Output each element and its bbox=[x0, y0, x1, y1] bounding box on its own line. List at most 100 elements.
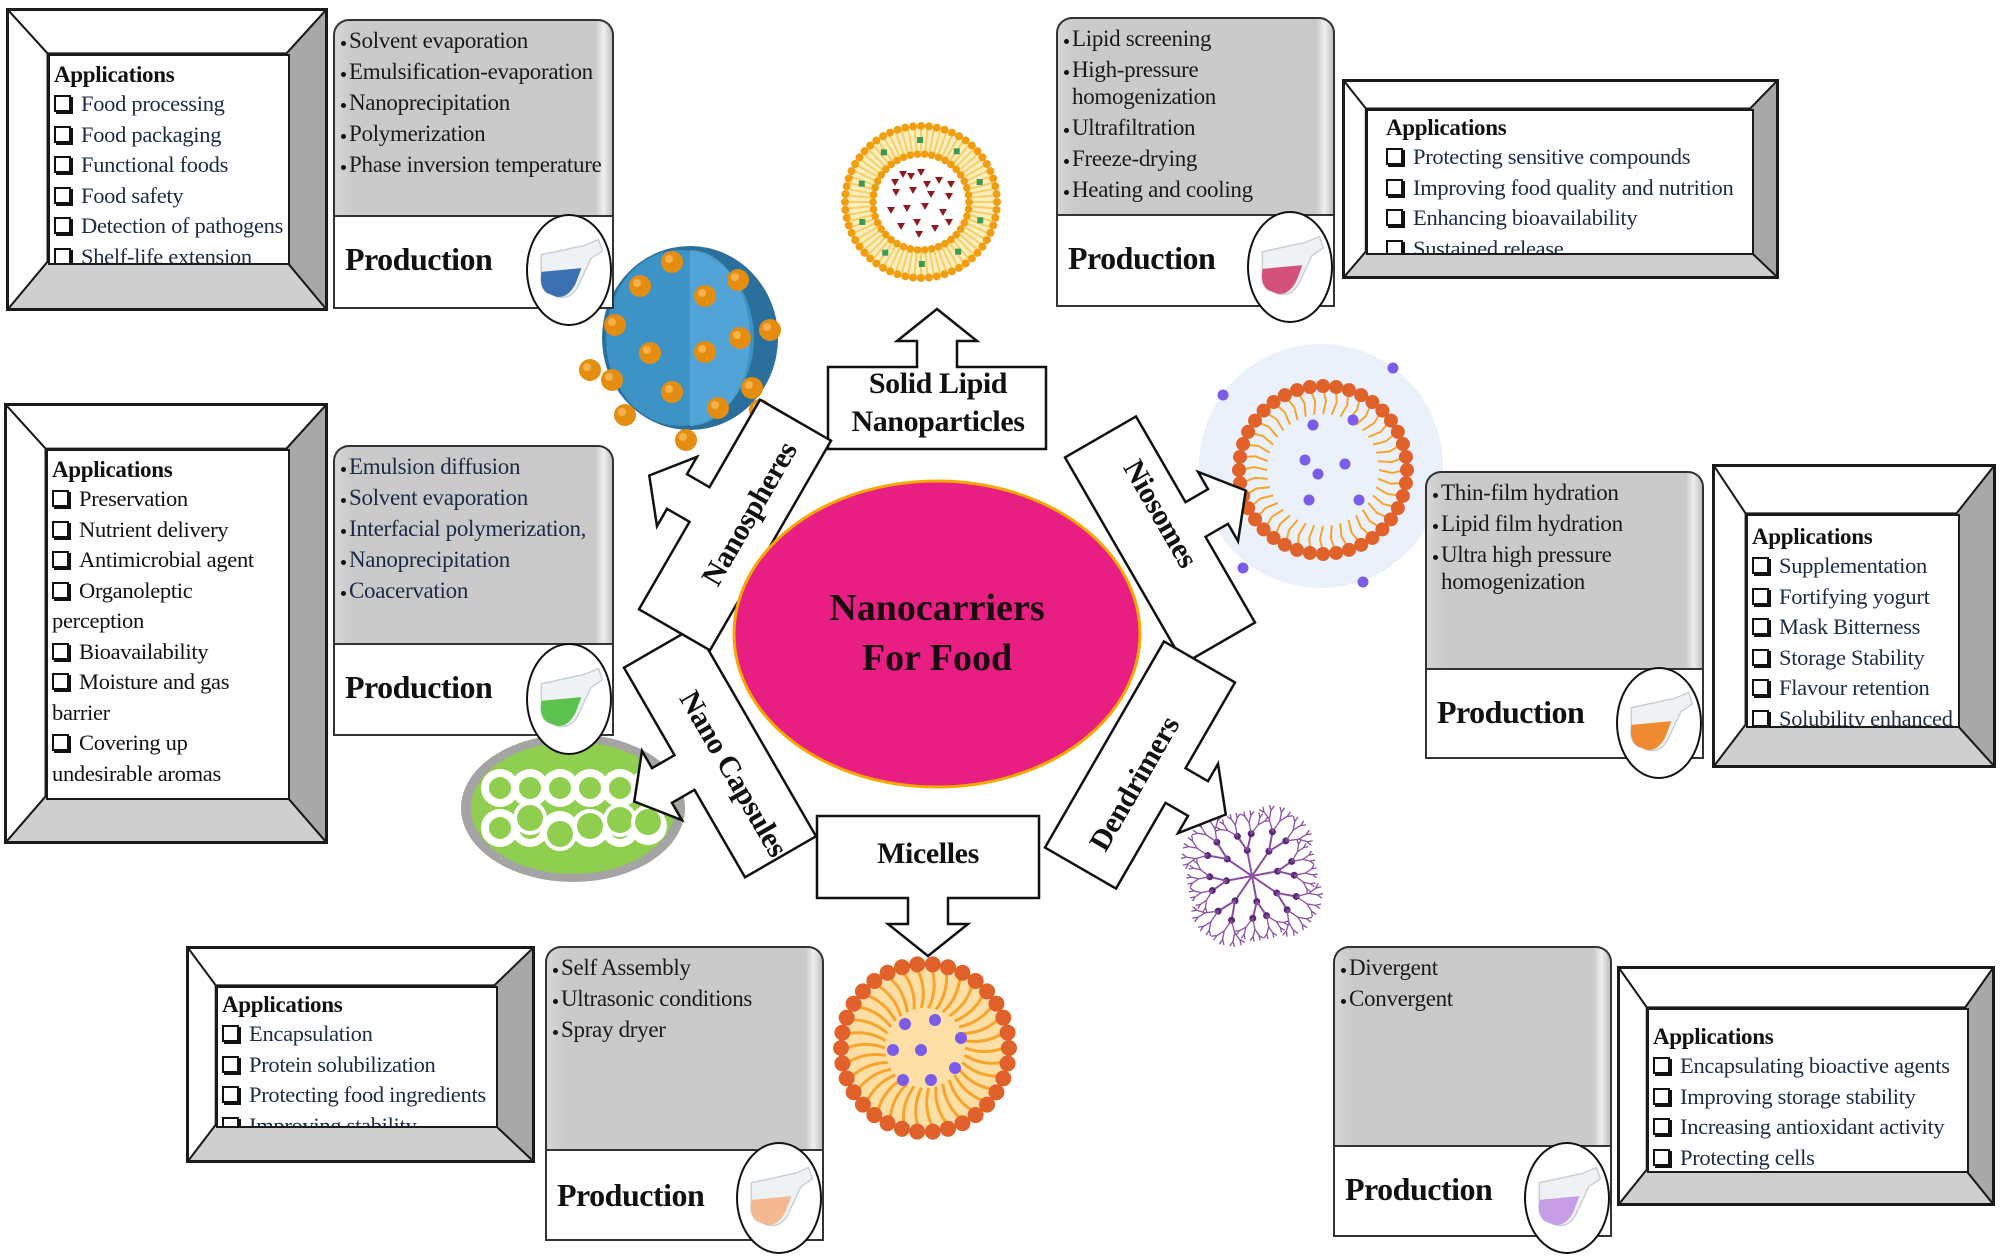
bullet-icon bbox=[1064, 128, 1069, 133]
niosome-molecule bbox=[1307, 419, 1319, 431]
application-item: Improving food quality and nutrition bbox=[1386, 173, 1748, 204]
micelle-molecule bbox=[929, 1014, 941, 1026]
dendrimer-branch bbox=[1286, 811, 1291, 817]
dendrimer-branch bbox=[1306, 916, 1313, 920]
dendrimer-branch bbox=[1197, 912, 1206, 918]
sln-core-compound bbox=[887, 207, 895, 214]
sln-outer-head bbox=[841, 205, 850, 214]
sln-outer-head bbox=[989, 221, 998, 230]
sln-lipid-tail bbox=[937, 248, 948, 272]
production-method-text: High-pressure homogenization bbox=[1072, 57, 1216, 109]
dendrimer-branch bbox=[1258, 935, 1261, 941]
sln-outer-head bbox=[947, 267, 956, 276]
dendrimer-branch bbox=[1248, 815, 1252, 823]
sln-core-compound bbox=[897, 223, 905, 230]
flask-icon bbox=[736, 1142, 822, 1254]
sln-lipid-tail bbox=[941, 246, 954, 270]
sln-lipid-tail bbox=[847, 209, 872, 216]
niosome-head bbox=[1256, 522, 1271, 537]
production-label: Production bbox=[1345, 1171, 1493, 1207]
applications-inner: Applications Protecting sensitive compou… bbox=[1366, 109, 1754, 255]
micelle-head bbox=[999, 1055, 1016, 1072]
dendrimer-branch bbox=[1300, 824, 1307, 827]
application-item: Functional foods bbox=[54, 150, 284, 181]
production-method-text: Thin-film hydration bbox=[1441, 480, 1619, 505]
bullet-icon bbox=[341, 560, 346, 565]
checkbox-bullet-icon bbox=[52, 642, 69, 660]
applications-title: Applications bbox=[1752, 524, 1873, 549]
micelle-tail bbox=[888, 1082, 909, 1118]
sln-core-compound bbox=[931, 225, 939, 232]
niosome-head bbox=[1241, 424, 1256, 439]
flask-icon bbox=[1616, 667, 1702, 779]
sln-inner-head bbox=[913, 150, 922, 158]
sln-inner-head bbox=[893, 239, 901, 248]
particle-highlight bbox=[711, 401, 719, 409]
sln-core-compound bbox=[892, 189, 900, 196]
dendrimer-branch bbox=[1293, 874, 1304, 883]
nanosphere-surface-particle bbox=[614, 404, 636, 426]
particle-highlight bbox=[618, 408, 626, 416]
niosome-head bbox=[1329, 545, 1344, 560]
niosome-head bbox=[1341, 383, 1356, 398]
application-text: Supplementation bbox=[1779, 553, 1927, 578]
particle-highlight bbox=[698, 345, 706, 353]
application-text: Encapsulation bbox=[249, 1021, 373, 1046]
sln-core-compound bbox=[915, 231, 923, 238]
sln-outer-head bbox=[924, 122, 933, 131]
sln-inner-head bbox=[941, 239, 949, 248]
dendrimer-branch bbox=[1279, 812, 1283, 822]
dendrimer-branch bbox=[1205, 910, 1219, 914]
sln-lipid-tail bbox=[928, 251, 935, 276]
application-text: Storage Stability bbox=[1779, 644, 1925, 670]
dendrimer-branch bbox=[1266, 915, 1277, 923]
dendrimer-branch bbox=[1230, 818, 1236, 826]
sln-outer-head bbox=[909, 122, 918, 131]
micelle-tail bbox=[914, 1087, 923, 1127]
sln-inner-head bbox=[906, 244, 915, 253]
production-method-text: Solvent evaporation bbox=[349, 28, 528, 53]
micelle-head bbox=[988, 995, 1005, 1012]
dendrimer-branch bbox=[1270, 805, 1275, 811]
checkbox-bullet-icon bbox=[1386, 148, 1403, 165]
sln-embedded-compound bbox=[953, 148, 960, 155]
dendrimer-branch bbox=[1296, 892, 1310, 898]
hexagon-arrows bbox=[622, 307, 1257, 958]
dendrimer-branch bbox=[1195, 903, 1201, 907]
sln-lipid-tail bbox=[907, 128, 914, 153]
dendrimer-branch bbox=[1187, 882, 1193, 885]
application-item: Solubility enhanced bbox=[1752, 704, 1954, 726]
production-method-item: Ultrasonic conditions bbox=[553, 985, 814, 1016]
sln-inner-head bbox=[927, 151, 936, 160]
dendrimer-branch bbox=[1294, 872, 1306, 876]
sln-lipid-tail bbox=[945, 137, 959, 160]
niosome-head bbox=[1398, 449, 1413, 464]
sln-embedded-compound bbox=[918, 260, 925, 267]
sln-inner-head bbox=[871, 212, 879, 220]
application-item: Storage Stability bbox=[1752, 643, 1954, 674]
carrier-label-micelles: Micelles bbox=[877, 837, 979, 870]
checkbox-bullet-icon bbox=[1653, 1087, 1670, 1105]
center-title: Nanocarriers For Food bbox=[787, 583, 1087, 683]
sln-outer-head bbox=[992, 205, 1001, 214]
sln-inner-head bbox=[899, 153, 908, 162]
application-text: Antimicrobial agent bbox=[79, 547, 254, 572]
dendrimer-branch bbox=[1317, 894, 1323, 899]
nanocapsule-vesicle-core bbox=[547, 821, 573, 847]
sln-outer-head bbox=[844, 221, 853, 230]
sln-outer-head bbox=[982, 236, 991, 244]
arrow-box-niosomes bbox=[1063, 414, 1257, 666]
nanocapsule-vesicle-core bbox=[635, 809, 661, 835]
checkbox-bullet-icon bbox=[54, 217, 71, 234]
particle-highlight bbox=[763, 323, 771, 331]
sln-outer-head bbox=[940, 270, 949, 279]
dendrimer-branch bbox=[1300, 820, 1305, 826]
dendrimer-branch bbox=[1201, 889, 1213, 894]
micelle-head bbox=[939, 1120, 956, 1137]
dendrimer-branch bbox=[1186, 856, 1196, 860]
production-method-text: Emulsification-evaporation bbox=[349, 59, 593, 84]
dendrimer-branch bbox=[1198, 876, 1210, 880]
